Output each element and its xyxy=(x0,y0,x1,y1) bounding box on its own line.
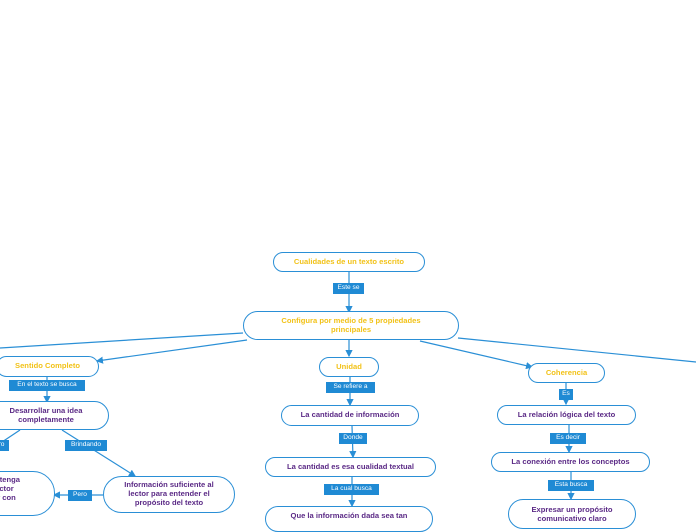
proposito-comunicativo-node[interactable]: Expresar un propósito comunicativo claro xyxy=(508,499,636,529)
mind-map-canvas: Cualidades de un texto escrito Este se C… xyxy=(0,252,696,532)
link-label-pero: Pero xyxy=(68,490,92,501)
main-topic[interactable]: Configura por medio de 5 propiedades pri… xyxy=(243,311,459,340)
link-label-este-se: Este se xyxy=(333,283,364,294)
coherencia-node[interactable]: Coherencia xyxy=(528,363,605,383)
link-label-ro: ro xyxy=(0,440,9,451)
informacion-dada-node[interactable]: Que la información dada sea tan xyxy=(265,506,433,532)
relacion-logica-node[interactable]: La relación lógica del texto xyxy=(497,405,636,425)
link-label-se-refiere-a: Se refiere a xyxy=(326,382,375,393)
sentido-completo-node[interactable]: Sentido Completo xyxy=(0,356,99,377)
line-idea-info xyxy=(61,429,137,477)
link-label-es: Es xyxy=(559,389,573,400)
link-label-esta-busca: Esta busca xyxy=(548,480,594,491)
line-main-far-left xyxy=(0,332,244,349)
line-main-far-right xyxy=(457,337,696,363)
link-label-en-el-texto: En el texto se busca xyxy=(9,380,85,391)
info-suficiente-node[interactable]: Información suficiente al lector para en… xyxy=(103,476,235,513)
idea-node[interactable]: Desarrollar una idea completamente xyxy=(0,401,109,430)
cualidad-textual-node[interactable]: La cantidad es esa cualidad textual xyxy=(265,457,436,477)
link-label-es-decir: Es decir xyxy=(550,433,586,444)
link-label-brindando: Brindando xyxy=(65,440,107,451)
line-main-sentido xyxy=(95,339,248,364)
conexion-conceptos-node[interactable]: La conexión entre los conceptos xyxy=(491,452,650,472)
unidad-node[interactable]: Unidad xyxy=(319,357,379,377)
root-topic[interactable]: Cualidades de un texto escrito xyxy=(273,252,425,272)
link-label-donde: Donde xyxy=(339,433,367,444)
line-main-coherencia xyxy=(419,340,534,370)
left-partial-node[interactable]: o tenga lector ar con n xyxy=(0,471,55,516)
link-label-la-cual-busca: La cual busca xyxy=(324,484,379,495)
cantidad-informacion-node[interactable]: La cantidad de información xyxy=(281,405,419,426)
